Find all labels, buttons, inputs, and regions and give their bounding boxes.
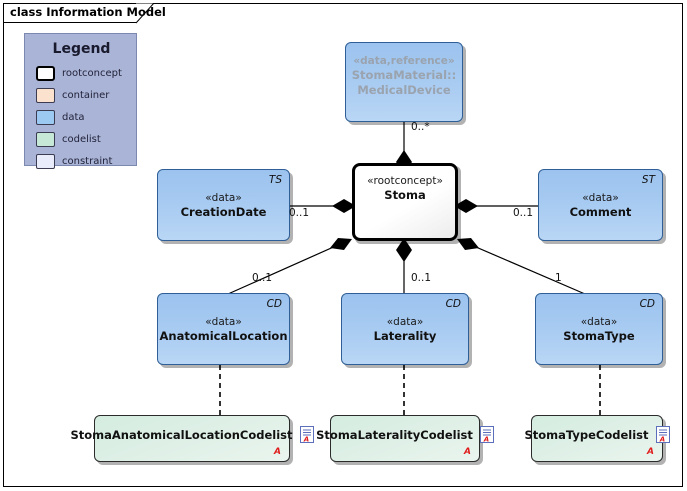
class-type-tag: TS [268,174,282,186]
abstract-marker: A [274,447,281,457]
class-name: Stoma [384,188,426,202]
legend-item-container: container [36,88,109,103]
legend-swatch-data [36,110,55,125]
class-creation-date[interactable]: TS «data» CreationDate [157,169,293,244]
class-medical-device[interactable]: «data,reference» StomaMaterial:: Medical… [345,42,466,125]
node-body [157,169,290,241]
node-content: «data» CreationDate [157,169,290,241]
legend-label-constraint: constraint [62,156,113,167]
class-stereotype: «data» [386,315,424,328]
class-stereotype: «data» [580,315,618,328]
legend-label-rootconcept: rootconcept [62,68,122,79]
class-name: StomaType [563,328,635,343]
legend-label-container: container [62,90,110,101]
class-laterality[interactable]: CD «data» Laterality [341,293,472,368]
node-body [94,415,290,462]
class-stereotype: «data» [582,191,619,204]
class-stereotype: «data» [205,315,242,328]
class-stereotype: «data,reference» [353,55,455,67]
node-body [535,293,663,365]
class-laterality-codelist[interactable]: StomaLateralityCodelist A A [316,415,494,465]
node-content: «data» StomaType [535,293,663,365]
node-body [345,42,463,122]
class-type-tag: CD [266,298,282,310]
node-content: StomaLateralityCodelist A [316,415,494,462]
class-name: StomaLateralityCodelist [316,428,473,442]
class-stoma-type-codelist[interactable]: StomaTypeCodelist A A [524,415,670,465]
node-body [341,293,469,365]
multiplicity-medical-device: 0..* [411,121,430,133]
legend-item-rootconcept: rootconcept [36,66,122,81]
node-content: StomaAnatomicalLocationCodelist A [70,415,314,462]
legend-label-codelist: codelist [62,134,101,145]
node-content: «data» Comment [538,169,663,241]
legend-swatch-codelist [36,132,55,147]
class-name: CreationDate [180,204,267,219]
legend-item-constraint: constraint [36,154,112,169]
document-icon: A [479,426,494,447]
class-type-tag: CD [445,298,461,310]
node-content: «data» AnatomicalLocation [157,293,290,365]
class-anatomical-location[interactable]: CD «data» AnatomicalLocation [157,293,293,368]
node-body [538,169,663,241]
document-icon: A [299,426,314,447]
node-content: «rootconcept» Stoma [352,163,458,241]
node-content: «data,reference» StomaMaterial:: Medical… [345,42,463,122]
class-type-tag: CD [639,298,655,310]
legend-title: Legend [52,41,111,57]
svg-text:A: A [658,436,664,444]
class-stoma-type[interactable]: CD «data» StomaType [535,293,666,368]
multiplicity-anatomical-location: 0..1 [252,272,273,284]
document-icon: A [655,426,670,447]
legend-item-data: data [36,110,85,125]
multiplicity-laterality: 0..1 [411,272,432,284]
legend-item-codelist: codelist [36,132,101,147]
abstract-marker: A [464,447,471,457]
class-anatomical-location-codelist[interactable]: StomaAnatomicalLocationCodelist A A [70,415,314,465]
node-body [531,415,663,462]
legend-swatch-constraint [36,154,55,169]
class-type-tag: ST [641,174,655,186]
multiplicity-stoma-type: 1 [555,272,562,284]
node-body [330,415,480,462]
class-name-line1: StomaMaterial:: [351,68,457,82]
class-name: AnatomicalLocation [159,328,288,343]
class-name-line2: MedicalDevice [357,83,451,97]
svg-text:A: A [483,436,489,444]
class-name: Laterality [373,328,437,343]
node-body [157,293,290,365]
diagram-frame-tab [3,3,137,23]
diagram-title: class Information Model [10,5,166,19]
class-comment[interactable]: ST «data» Comment [538,169,666,244]
class-stoma[interactable]: «rootconcept» Stoma [352,163,461,244]
abstract-marker: A [647,447,654,457]
legend-swatch-container [36,88,55,103]
node-content: «data» Laterality [341,293,469,365]
diagram-frame-tab-slant [136,3,156,24]
class-name: StomaAnatomicalLocationCodelist [70,428,293,442]
node-content: StomaTypeCodelist A [524,415,670,462]
legend-label-data: data [62,112,85,123]
legend-swatch-rootconcept [36,66,55,81]
multiplicity-creation-date: 0..1 [289,207,310,219]
legend-panel: Legend rootconcept container data codeli… [24,33,137,169]
class-stereotype: «data» [205,191,242,204]
multiplicity-comment: 0..1 [513,207,534,219]
class-name: StomaTypeCodelist [524,428,649,442]
class-stereotype: «rootconcept» [367,175,443,187]
svg-text:A: A [302,436,308,444]
node-body [352,163,458,241]
class-name: Comment [569,204,632,219]
